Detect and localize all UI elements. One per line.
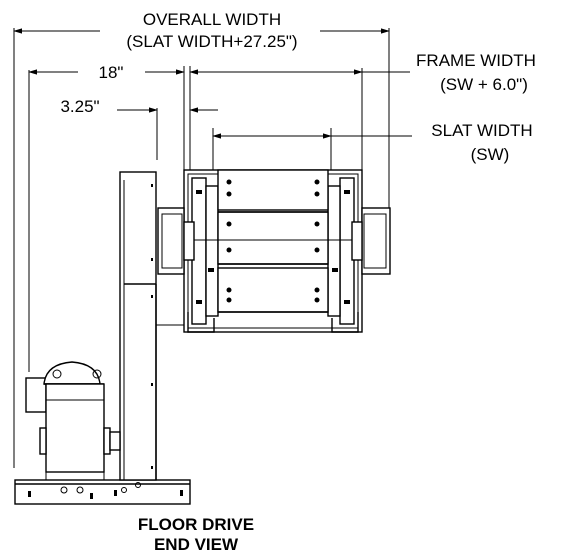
slat-width-label-line2: (SW) (471, 145, 510, 164)
offset-dimension: 3.25" (60, 97, 218, 160)
eighteen-inch-label: 18" (99, 63, 124, 82)
slat-width-dimension: SLAT WIDTH (SW) (212, 121, 533, 170)
base-plate (14, 479, 191, 505)
gear-motor (25, 361, 121, 480)
conveyor-frame (157, 169, 391, 333)
frame-width-dimension: FRAME WIDTH (SW + 6.0") (189, 51, 536, 170)
frame-width-label-line2: (SW + 6.0") (440, 75, 528, 94)
caption-line2: END VIEW (154, 535, 239, 554)
frame-width-label-line1: FRAME WIDTH (416, 51, 536, 70)
eighteen-inch-dimension: 18" (28, 63, 185, 372)
caption-line1: FLOOR DRIVE (138, 515, 254, 534)
overall-width-label-line2: (SLAT WIDTH+27.25") (126, 32, 297, 51)
slat-width-label-line1: SLAT WIDTH (431, 121, 532, 140)
overall-width-label-line1: OVERALL WIDTH (143, 10, 281, 29)
support-column (119, 171, 184, 481)
offset-label: 3.25" (60, 97, 99, 116)
overall-width-dimension: OVERALL WIDTH (SLAT WIDTH+27.25") (13, 10, 390, 468)
